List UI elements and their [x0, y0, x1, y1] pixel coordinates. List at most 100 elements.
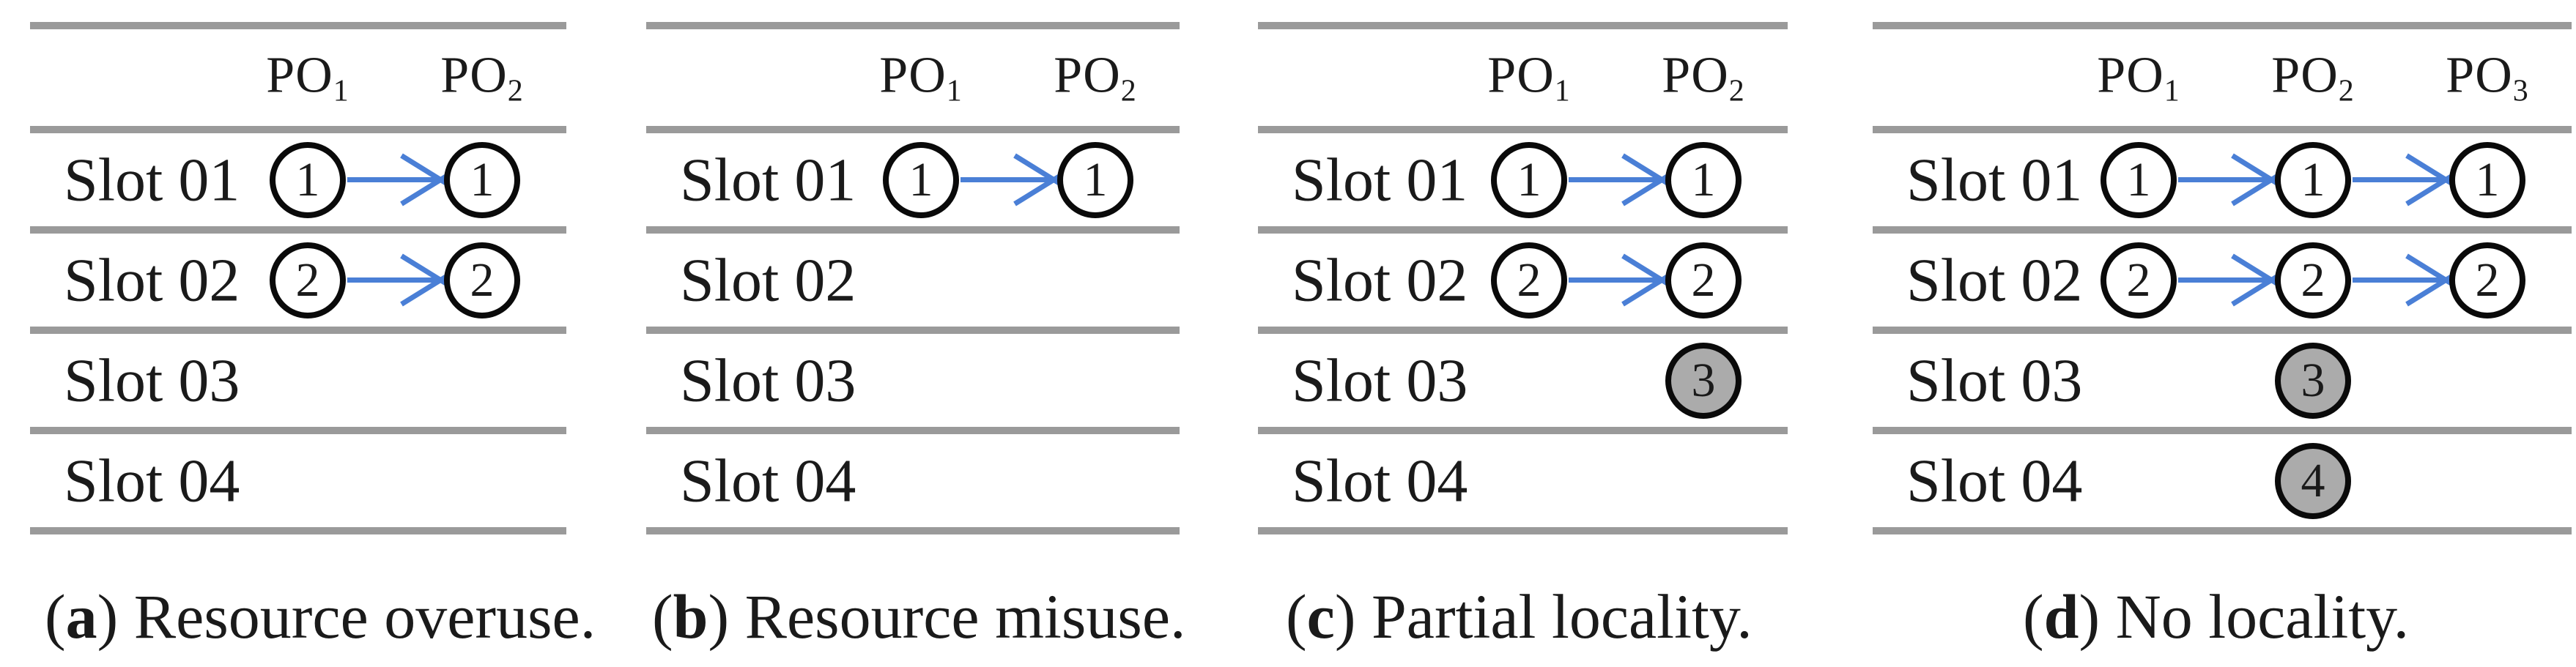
scheduled-operation-circle: 1 — [1665, 141, 1742, 218]
table-bottom-rule — [646, 527, 1180, 534]
table-row-4: Slot 04 4 — [1873, 434, 2572, 527]
scheduled-operation-circle: 1 — [1491, 141, 1567, 218]
flow-arrow-layer — [1569, 153, 1670, 206]
slot-label: Slot 01 — [680, 146, 856, 214]
slot-label: Slot 01 — [1292, 146, 1468, 214]
table-top-rule — [1258, 22, 1788, 29]
flow-arrow-layer — [347, 253, 449, 307]
operation-number: 1 — [908, 152, 933, 206]
slot-label: Slot 02 — [64, 246, 240, 314]
flow-arrow-icon — [2178, 253, 2280, 307]
flow-arrow-icon — [2178, 153, 2280, 206]
operation-number: 2 — [1691, 253, 1716, 307]
po-name: PO — [2097, 47, 2164, 104]
operation-number: 1 — [1691, 152, 1716, 206]
operation-number: 1 — [1517, 152, 1541, 206]
flow-arrow-layer — [2178, 253, 2454, 307]
row-divider-rule — [646, 327, 1180, 334]
scheduled-operation-circle: 2 — [444, 242, 520, 318]
slot-label: Slot 01 — [1906, 146, 2083, 214]
caption-paren-open: ( — [652, 581, 673, 652]
slot-label: Slot 03 — [1292, 346, 1468, 414]
slot-label: Slot 04 — [1292, 447, 1468, 515]
flow-arrow-icon — [2353, 253, 2454, 307]
row-divider-rule — [646, 226, 1180, 234]
scheduled-operation-circle: 1 — [883, 141, 959, 218]
panel-caption-a: (a) Resource overuse. — [45, 580, 596, 653]
row-divider-rule — [30, 427, 566, 434]
scheduled-operation-circle: 1 — [444, 141, 520, 218]
flow-arrow-icon — [961, 153, 1062, 206]
scheduled-operation-circle: 1 — [270, 141, 346, 218]
po-name: PO — [879, 47, 947, 104]
header-divider-rule — [30, 126, 566, 133]
po-name: PO — [2446, 47, 2513, 104]
flow-arrow-icon — [347, 253, 449, 307]
flow-arrow-layer — [1569, 253, 1670, 307]
slot-label: Slot 03 — [1906, 346, 2083, 414]
caption-text: Resource misuse. — [729, 581, 1186, 652]
slot-label: Slot 03 — [680, 346, 856, 414]
table-row-3: Slot 03 — [30, 334, 566, 427]
table-top-rule — [1873, 22, 2572, 29]
caption-letter: b — [673, 581, 708, 652]
scheduled-operation-circle: 2 — [2101, 242, 2177, 318]
row-divider-rule — [1873, 226, 2572, 234]
po-subscript: 1 — [333, 74, 349, 108]
caption-paren-open: ( — [1286, 581, 1307, 652]
column-header-po1: PO1 — [266, 47, 349, 109]
table-row-2: Slot 02 2 2 — [30, 234, 566, 327]
operation-number: 1 — [2475, 152, 2500, 206]
operation-number: 2 — [295, 253, 320, 307]
caption-paren-close: ) — [2079, 581, 2101, 652]
table-row-3: Slot 03 — [646, 334, 1180, 427]
header-divider-rule — [1873, 126, 2572, 133]
po-subscript: 1 — [2164, 74, 2180, 108]
operation-number: 4 — [2301, 453, 2325, 507]
table-row-2: Slot 02 — [646, 234, 1180, 327]
operation-number: 2 — [470, 253, 495, 307]
row-divider-rule — [646, 427, 1180, 434]
slot-label: Slot 03 — [64, 346, 240, 414]
panel-caption-d: (d) No locality. — [2023, 580, 2409, 653]
flow-arrow-icon — [347, 153, 449, 206]
scheduled-operation-circle: 2 — [1665, 242, 1742, 318]
table-row-1: Slot 01 1 1 — [646, 133, 1180, 226]
table-top-rule — [30, 22, 566, 29]
operation-number: 1 — [1083, 152, 1108, 206]
panel-caption-b: (b) Resource misuse. — [652, 580, 1186, 653]
slot-label: Slot 04 — [1906, 447, 2083, 515]
row-divider-rule — [1258, 226, 1788, 234]
row-divider-rule — [1258, 427, 1788, 434]
column-header-po2: PO2 — [1054, 47, 1136, 109]
flow-arrow-icon — [1569, 253, 1670, 307]
table-bottom-rule — [1258, 527, 1788, 534]
slot-label: Slot 04 — [680, 447, 856, 515]
column-header-po3: PO3 — [2446, 47, 2528, 109]
caption-paren-close: ) — [97, 581, 119, 652]
caption-paren-open: ( — [2023, 581, 2044, 652]
column-header-po2: PO2 — [440, 47, 523, 109]
scheduled-operation-circle: 1 — [2275, 141, 2351, 218]
table-top-rule — [646, 22, 1180, 29]
operation-number: 2 — [1517, 253, 1541, 307]
table-row-4: Slot 04 — [1258, 434, 1788, 527]
operation-number: 1 — [470, 152, 495, 206]
scheduled-operation-circle: 2 — [2275, 242, 2351, 318]
scheduled-operation-circle: 2 — [270, 242, 346, 318]
table-bottom-rule — [1873, 527, 2572, 534]
row-divider-rule — [1258, 327, 1788, 334]
po-subscript: 2 — [507, 74, 524, 108]
table-row-4: Slot 04 — [646, 434, 1180, 527]
operation-number: 1 — [295, 152, 320, 206]
column-header-po2: PO2 — [2271, 47, 2354, 109]
